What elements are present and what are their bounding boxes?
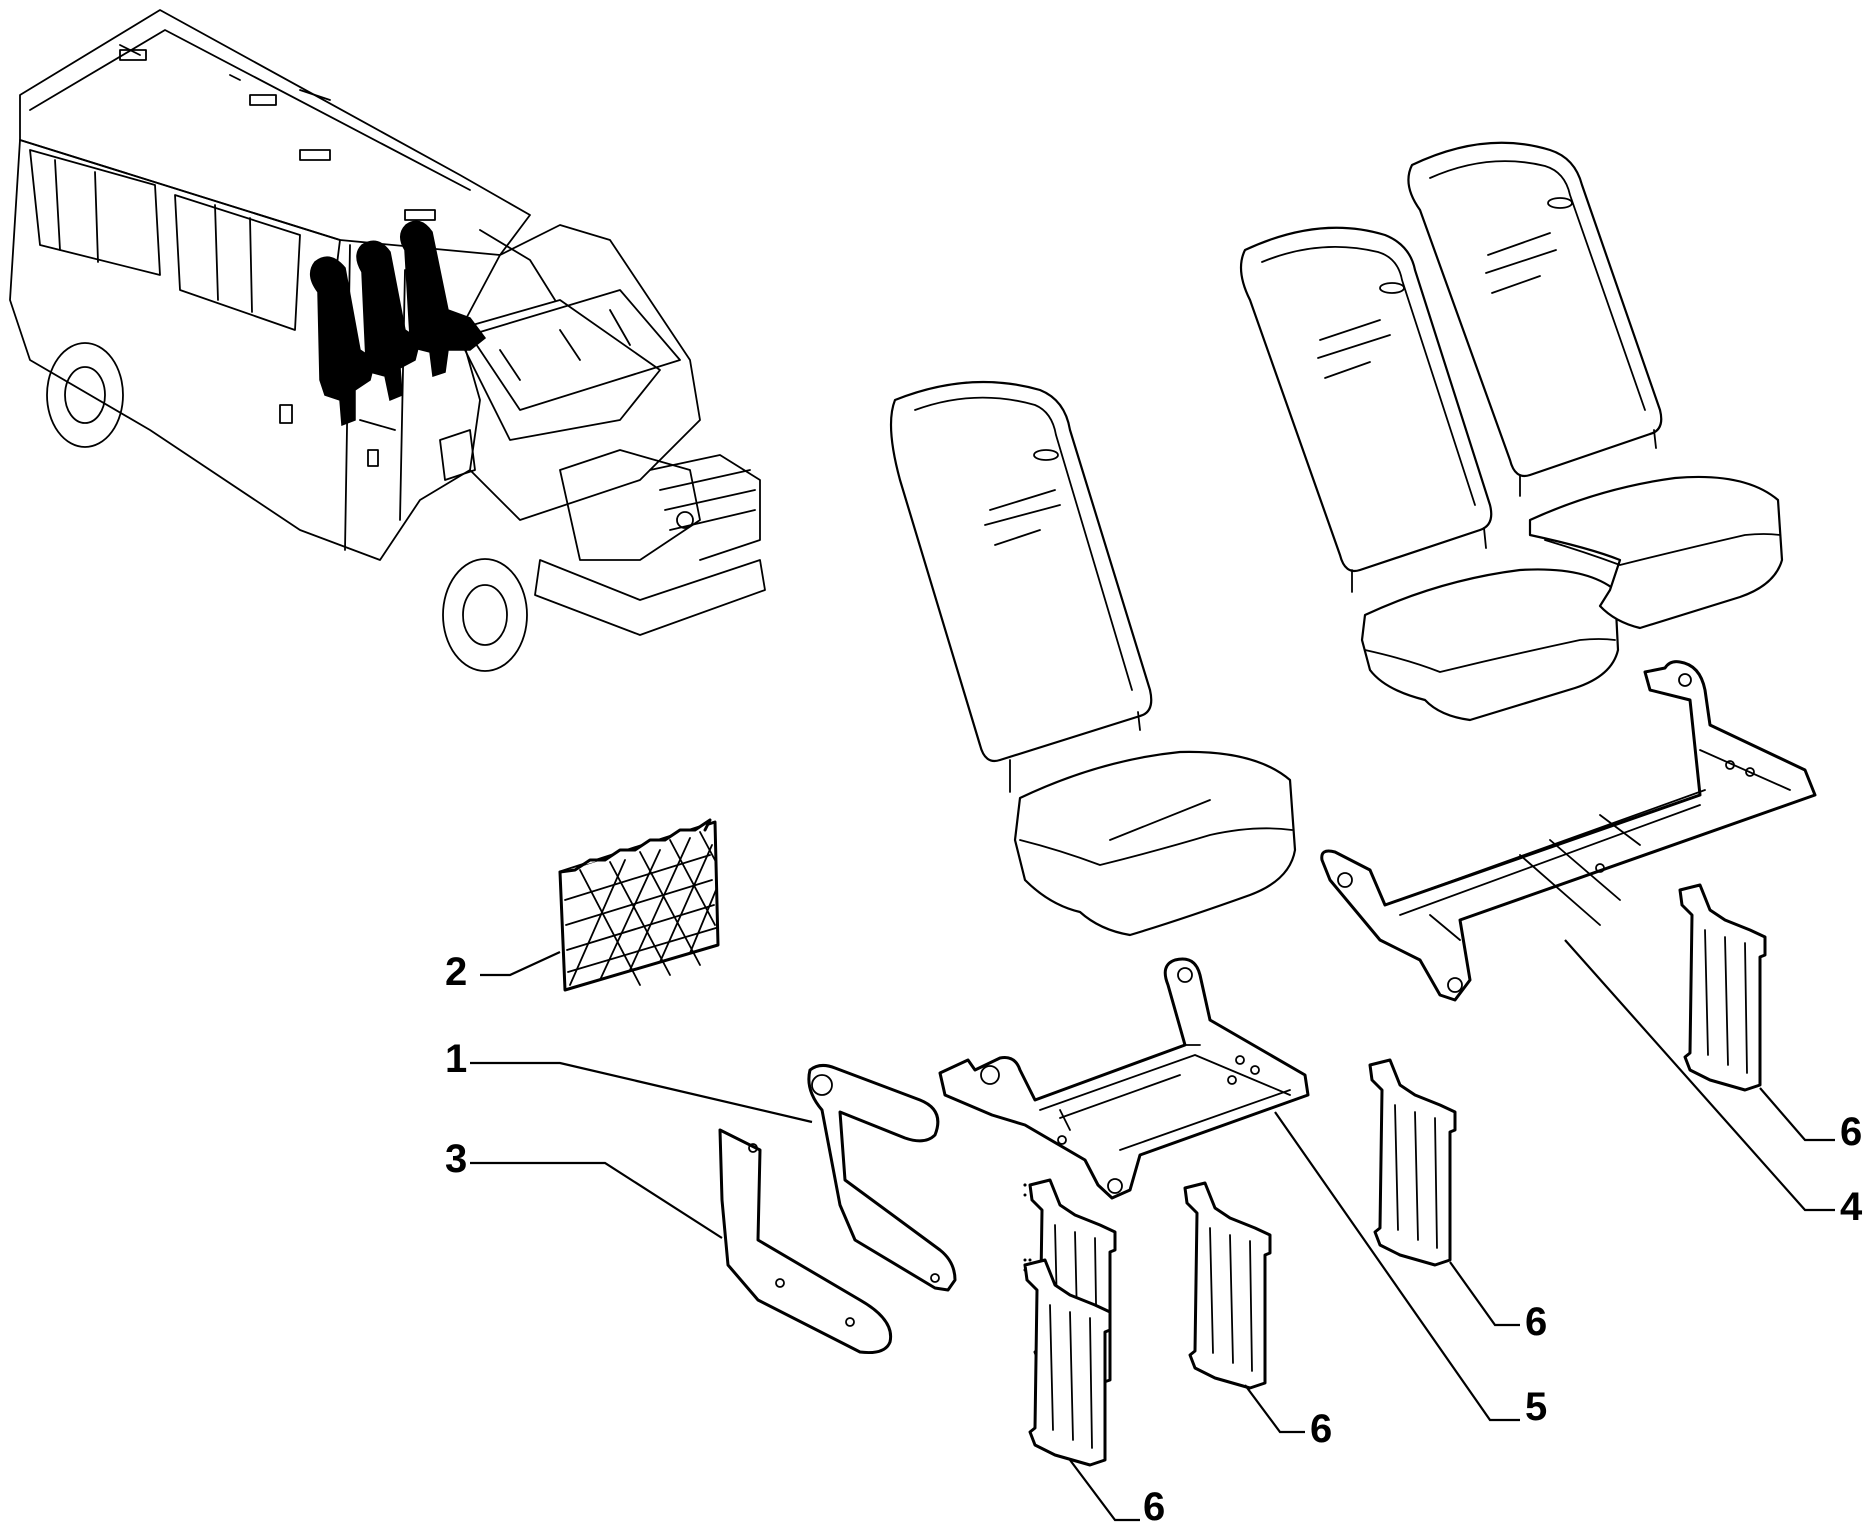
part-6-seat-leg-c	[1678, 883, 1767, 1092]
callout-1: 1	[445, 1037, 467, 1081]
double-passenger-seat	[1239, 141, 1784, 722]
leader-5	[1274, 1111, 1520, 1422]
callout-3: 3	[445, 1137, 467, 1181]
leader-3	[470, 1161, 723, 1239]
callout-6-right: 6	[1840, 1110, 1862, 1154]
leader-lines	[470, 939, 1835, 1522]
part-3-bracket	[718, 1128, 893, 1354]
single-passenger-seat	[889, 380, 1297, 937]
callout-labels: 2 1 3 5 4 6 6 6 6	[445, 950, 1863, 1526]
part-6-seat-leg-b	[1368, 1058, 1457, 1267]
leader-6a	[1069, 1459, 1140, 1522]
part-2-storage-net	[558, 818, 720, 992]
leader-4	[1564, 939, 1835, 1212]
leader-6c	[1449, 1261, 1520, 1327]
leader-6b	[1244, 1384, 1305, 1434]
part-6-seat-leg-front-low	[1023, 1258, 1112, 1467]
part-5-single-seat-frame	[938, 957, 1310, 1200]
callout-6-bottom: 6	[1143, 1485, 1165, 1526]
part-6-seat-leg-e	[1183, 1181, 1272, 1390]
callout-4: 4	[1840, 1185, 1863, 1229]
leader-6d	[1759, 1087, 1835, 1142]
callout-2: 2	[445, 950, 467, 994]
callout-5: 5	[1525, 1385, 1547, 1429]
leader-1	[470, 1061, 813, 1124]
part-1-armrest	[807, 1063, 957, 1292]
leader-2	[480, 951, 561, 977]
van-overview-illustration	[9, 9, 766, 672]
callout-6-center: 6	[1525, 1300, 1547, 1344]
part-4-double-seat-frame	[1320, 660, 1817, 1002]
callout-6-middle: 6	[1310, 1407, 1332, 1451]
